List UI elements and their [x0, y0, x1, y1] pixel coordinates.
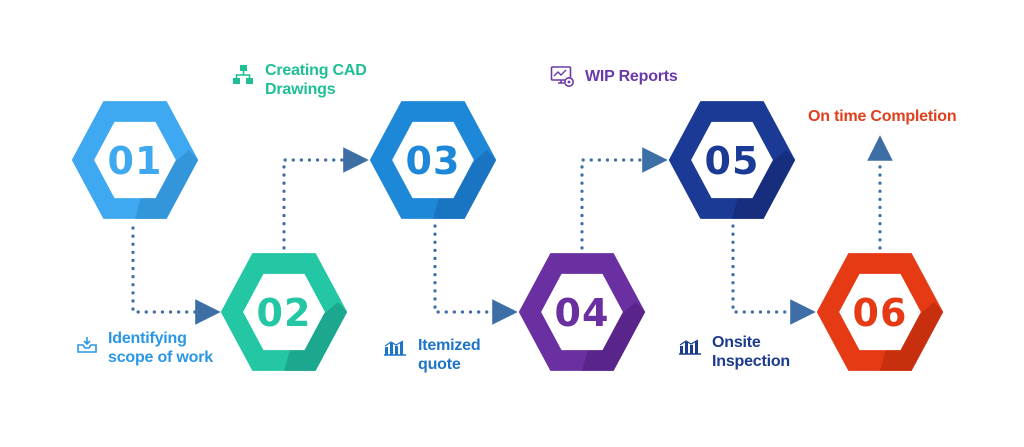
hexagon-shade: [284, 302, 348, 371]
step-badge-01: 01: [71, 101, 199, 219]
label-text-step1: Identifying scope of work: [108, 330, 213, 366]
label-text-step6: On time Completion: [808, 108, 957, 125]
label-itemized-quote: Itemized quote: [384, 336, 481, 374]
connector-02-03: [282, 147, 369, 250]
connector-01-02: [131, 226, 221, 325]
step-number: 05: [705, 139, 760, 183]
hexagon-inner: [839, 273, 921, 351]
hexagon-inner: [94, 121, 176, 199]
step-number: 01: [108, 139, 163, 183]
bar-chart-icon: [679, 339, 701, 355]
step-badge-04: 04: [518, 253, 646, 371]
connector-04-05: [580, 147, 668, 250]
label-text-step3: Itemized quote: [418, 337, 481, 373]
connector-05-06: [731, 224, 816, 325]
label-identifying-scope: Identifying scope of work: [77, 329, 213, 367]
step-badge-03: 03: [369, 101, 497, 219]
step-number: 06: [853, 291, 908, 335]
label-text-step5: Onsite Inspection: [712, 334, 791, 370]
step-number: 04: [555, 291, 610, 335]
label-text-step2: Creating CAD Drawings: [265, 62, 367, 98]
hexagon-inner: [243, 273, 325, 351]
label-text-step4: WIP Reports: [585, 68, 678, 85]
hexagon-inner: [392, 121, 474, 199]
connector-03-04: [433, 224, 518, 325]
step-number: 02: [257, 291, 312, 335]
bar-chart-icon: [384, 340, 406, 356]
connectors: [131, 135, 893, 325]
sitemap-icon: [233, 65, 253, 84]
label-creating-cad: Creating CAD Drawings: [232, 61, 367, 99]
step-badge-06: 06: [816, 253, 944, 371]
label-on-time-completion: On time Completion: [808, 107, 957, 126]
hexagon-inner: [541, 273, 623, 351]
hexagon-shade: [135, 150, 199, 219]
step-badge-02: 02: [220, 253, 348, 371]
hexagon-shade: [582, 302, 646, 371]
label-onsite-inspection: Onsite Inspection: [678, 333, 790, 371]
label-wip-reports: WIP Reports: [550, 66, 678, 87]
step-badge-05: 05: [668, 101, 796, 219]
hexagon-shade: [433, 150, 497, 219]
hexagon-shade: [880, 302, 944, 371]
step-number: 03: [406, 139, 461, 183]
hexagon-shade: [732, 150, 796, 219]
inbox-tray-icon: [77, 337, 97, 353]
hexagon-inner: [691, 121, 773, 199]
monitor-gear-icon: [550, 66, 574, 87]
